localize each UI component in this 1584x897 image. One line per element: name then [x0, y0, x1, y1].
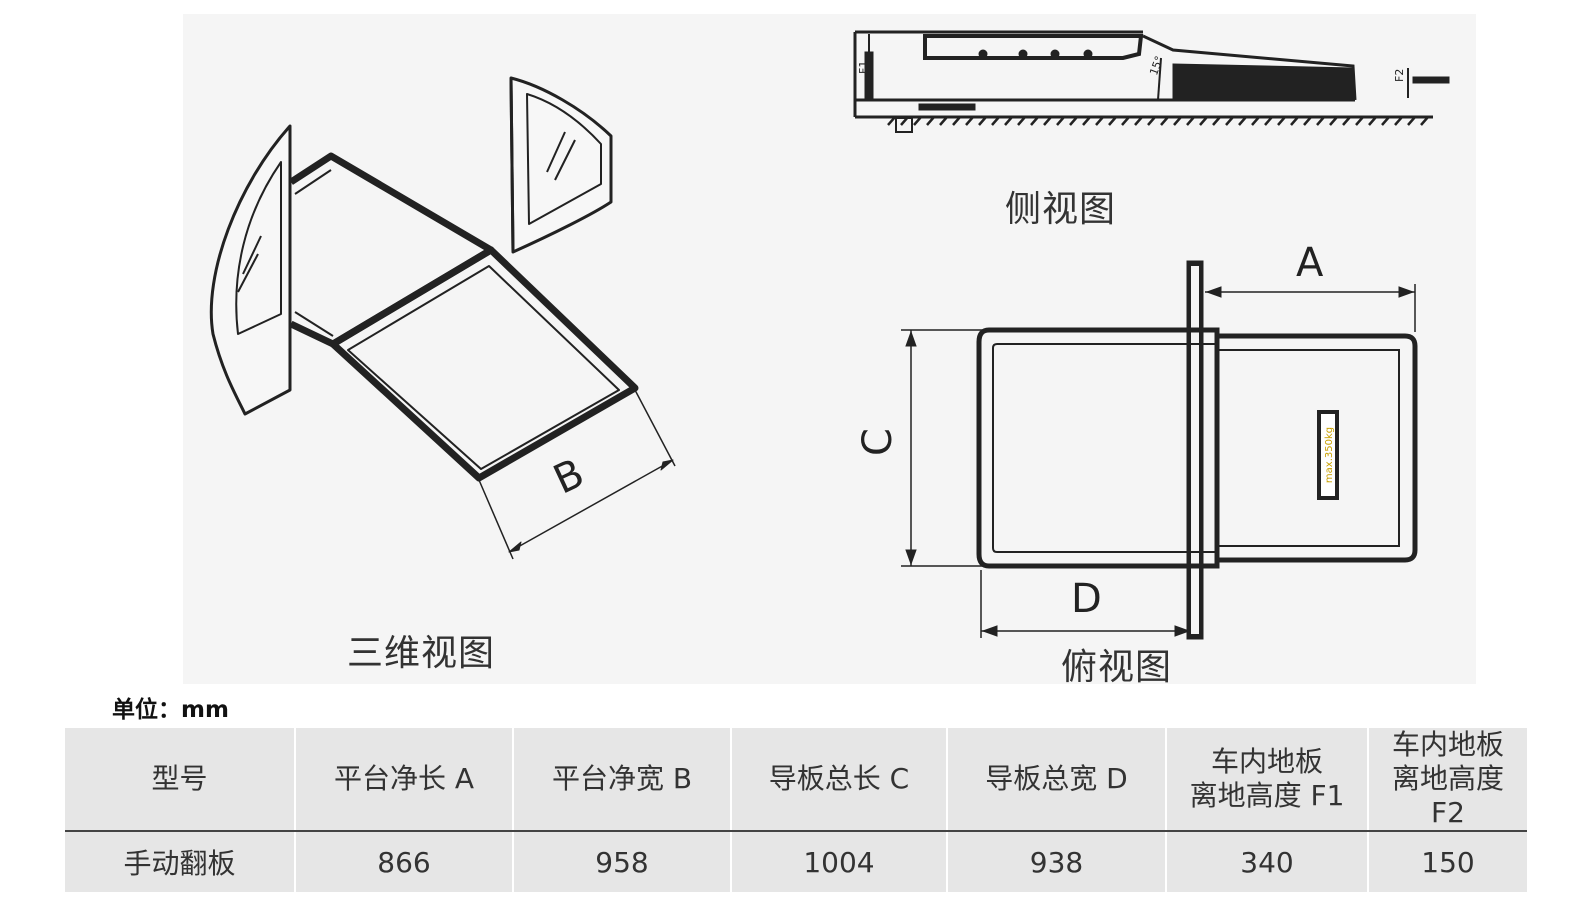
dimension-f1-label: F1 [857, 61, 870, 74]
right-door [509, 76, 613, 254]
max-load-plate [1317, 410, 1339, 500]
header-length-c: 导板总长 C [731, 728, 948, 832]
header-height-f1: 车内地板 离地高度 F1 [1166, 728, 1369, 832]
technical-drawing: B [209, 30, 1450, 640]
left-door-glass [235, 161, 282, 335]
header-height-f2: 车内地板 离地高度 F2 [1368, 728, 1527, 832]
cell-length-c: 1004 [731, 831, 948, 892]
cell-length-a: 866 [295, 831, 514, 892]
header-length-a: 平台净长 A [295, 728, 514, 832]
dimension-d-label: D [1071, 576, 1102, 622]
drawing-panel: B [183, 14, 1476, 688]
iso-view-label: 三维视图 [347, 633, 496, 674]
max-load-label: max.350kg [1324, 427, 1335, 483]
cell-width-b: 958 [513, 831, 732, 892]
ramp-block [1172, 63, 1354, 101]
cell-height-f1: 340 [1166, 831, 1369, 892]
top-view [901, 260, 1418, 640]
header-width-b: 平台净宽 B [513, 728, 732, 832]
isometric-view [209, 76, 676, 560]
header-width-d: 导板总宽 D [947, 728, 1167, 832]
cell-model: 手动翻板 [65, 831, 296, 892]
right-door-glass [526, 93, 602, 225]
cell-width-d: 938 [947, 831, 1167, 892]
dimension-c-label: C [855, 428, 901, 456]
header-model: 型号 [65, 728, 296, 832]
dimension-b-label: B [547, 450, 591, 503]
platform-frame [289, 152, 495, 348]
unit-label: 单位：mm [112, 697, 229, 723]
dimension-a-label: A [1296, 240, 1324, 286]
top-view-label: 俯视图 [1061, 647, 1173, 688]
table-row: 手动翻板 866 958 1004 938 340 150 [65, 831, 1527, 892]
angle-label: 15° [1147, 54, 1166, 77]
side-view [853, 30, 1450, 133]
side-view-label: 侧视图 [1005, 189, 1117, 230]
dimension-f2-label: F2 [1393, 69, 1406, 82]
spec-table: 型号 平台净长 A 平台净宽 B 导板总长 C 导板总宽 D 车内地板 离地高度… [65, 728, 1527, 892]
table-header-row: 型号 平台净长 A 平台净宽 B 导板总长 C 导板总宽 D 车内地板 离地高度… [65, 728, 1527, 832]
cell-height-f2: 150 [1368, 831, 1527, 892]
dimension-line-b [508, 459, 674, 553]
ramp-frame [329, 246, 639, 482]
